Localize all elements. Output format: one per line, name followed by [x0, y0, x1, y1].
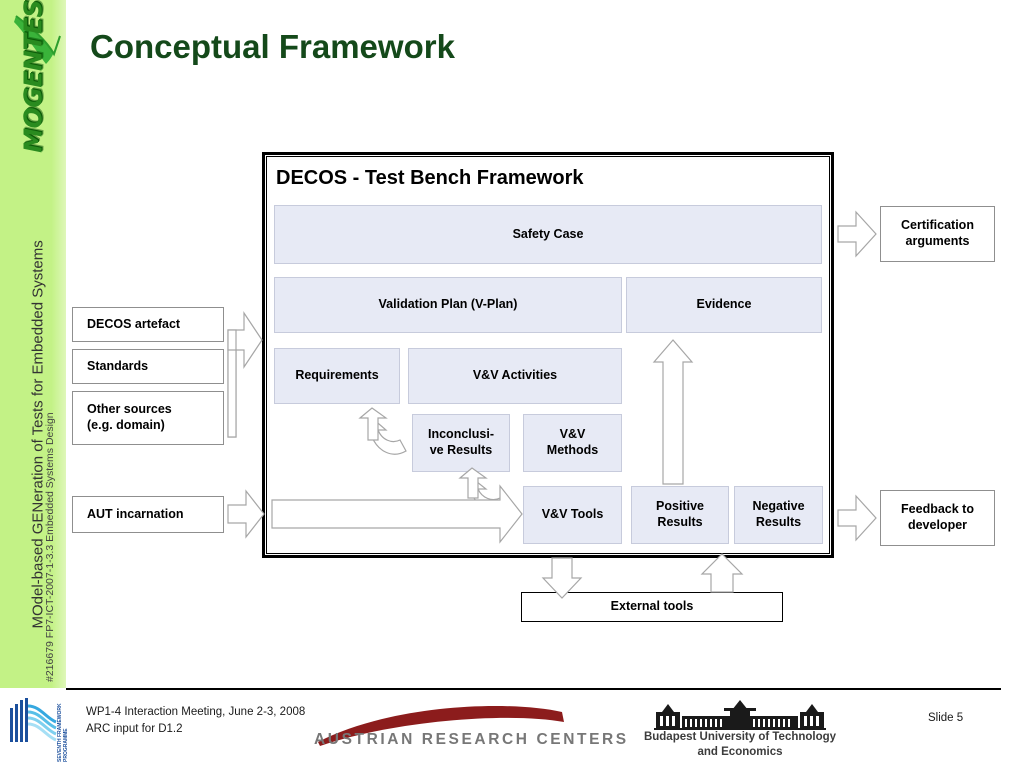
block-vv-methods[interactable]: V&V Methods	[523, 414, 622, 472]
input-box-label: AUT incarnation	[87, 506, 184, 521]
block-label: Negative Results	[752, 499, 805, 529]
block-inconclusive-results[interactable]: Inconclusi- ve Results	[412, 414, 510, 472]
block-label: Validation Plan (V-Plan)	[378, 297, 518, 312]
block-positive-results[interactable]: Positive Results	[631, 486, 729, 544]
bme-building-icon	[654, 700, 826, 730]
footer-meeting: WP1-4 Interaction Meeting, June 2-3, 200…	[86, 706, 306, 718]
input-box-standards[interactable]: Standards	[72, 349, 224, 384]
arrow-external-tools-to-framework	[700, 553, 744, 593]
arrow-inputs-bracket	[227, 329, 237, 438]
input-box-label: Standards	[87, 358, 149, 373]
checkmark-swoosh-icon	[14, 15, 61, 64]
input-box-aut-incarnation[interactable]: AUT incarnation	[72, 496, 224, 533]
block-requirements[interactable]: Requirements	[274, 348, 400, 404]
block-vv-activities[interactable]: V&V Activities	[408, 348, 622, 404]
sidebar-project-id: #216679 FP7-ICT-2007-1-3.3 Embedded Syst…	[44, 412, 56, 682]
arc-logo-text: AUSTRIAN RESEARCH CENTERS	[314, 731, 629, 748]
mogentes-logo: MOGENTES	[0, 0, 66, 190]
block-label: V&V Methods	[546, 427, 599, 457]
page-title: Conceptual Framework	[90, 28, 455, 65]
block-label: V&V Tools	[541, 507, 604, 522]
footer-divider	[66, 688, 1001, 690]
block-vv-tools[interactable]: V&V Tools	[523, 486, 622, 544]
block-evidence[interactable]: Evidence	[626, 277, 822, 333]
mogentes-logo-text: MOGENTES	[18, 0, 48, 153]
external-tools-box[interactable]: External tools	[521, 592, 783, 622]
block-label: Safety Case	[512, 226, 584, 241]
arrow-framework-to-feedback	[837, 494, 877, 542]
footer-deliverable: ARC input for D1.2	[86, 722, 183, 735]
block-label: V&V Activities	[472, 368, 558, 383]
footer-meta: WP1-4 Interaction Meeting, June 2-3, 200…	[86, 704, 305, 737]
fp7-logo-icon: SEVENTH FRAMEWORK PROGRAMME	[10, 698, 69, 762]
input-box-other-sources[interactable]: Other sources (e.g. domain)	[72, 391, 224, 445]
external-tools-label: External tools	[610, 599, 694, 614]
block-label: Positive Results	[656, 499, 704, 529]
arrow-inputs-to-framework	[227, 311, 263, 369]
bme-logo-text: Budapest University of Technology and Ec…	[643, 731, 837, 758]
framework-title: DECOS - Test Bench Framework	[276, 167, 584, 189]
slide-number: Slide 5	[928, 712, 964, 724]
arrow-safetycase-to-certification	[837, 210, 877, 258]
input-box-label: Other sources (e.g. domain)	[87, 402, 172, 432]
output-box-label: Certification arguments	[901, 218, 974, 248]
arrow-inputs-bracket-lower	[227, 349, 237, 438]
arc-swoosh-icon	[318, 705, 564, 746]
output-box-certification-arguments[interactable]: Certification arguments	[880, 206, 995, 262]
block-negative-results[interactable]: Negative Results	[734, 486, 823, 544]
block-label: Evidence	[696, 297, 752, 312]
input-box-label: DECOS artefact	[87, 316, 181, 331]
output-box-label: Feedback to developer	[901, 502, 974, 532]
block-safety-case[interactable]: Safety Case	[274, 205, 822, 264]
input-box-decos-artefact[interactable]: DECOS artefact	[72, 307, 224, 342]
block-label: Inconclusi- ve Results	[428, 427, 494, 457]
fp7-logo-sublabel: PROGRAMME	[63, 728, 69, 762]
sidebar: MOGENTES MOdel-based GENeration of Tests…	[0, 0, 66, 688]
output-box-feedback-to-developer[interactable]: Feedback to developer	[880, 490, 995, 546]
block-validation-plan[interactable]: Validation Plan (V-Plan)	[274, 277, 622, 333]
arrow-aut-to-framework	[227, 489, 265, 539]
block-label: Requirements	[295, 368, 379, 383]
fp7-logo-label: SEVENTH FRAMEWORK	[57, 703, 63, 762]
